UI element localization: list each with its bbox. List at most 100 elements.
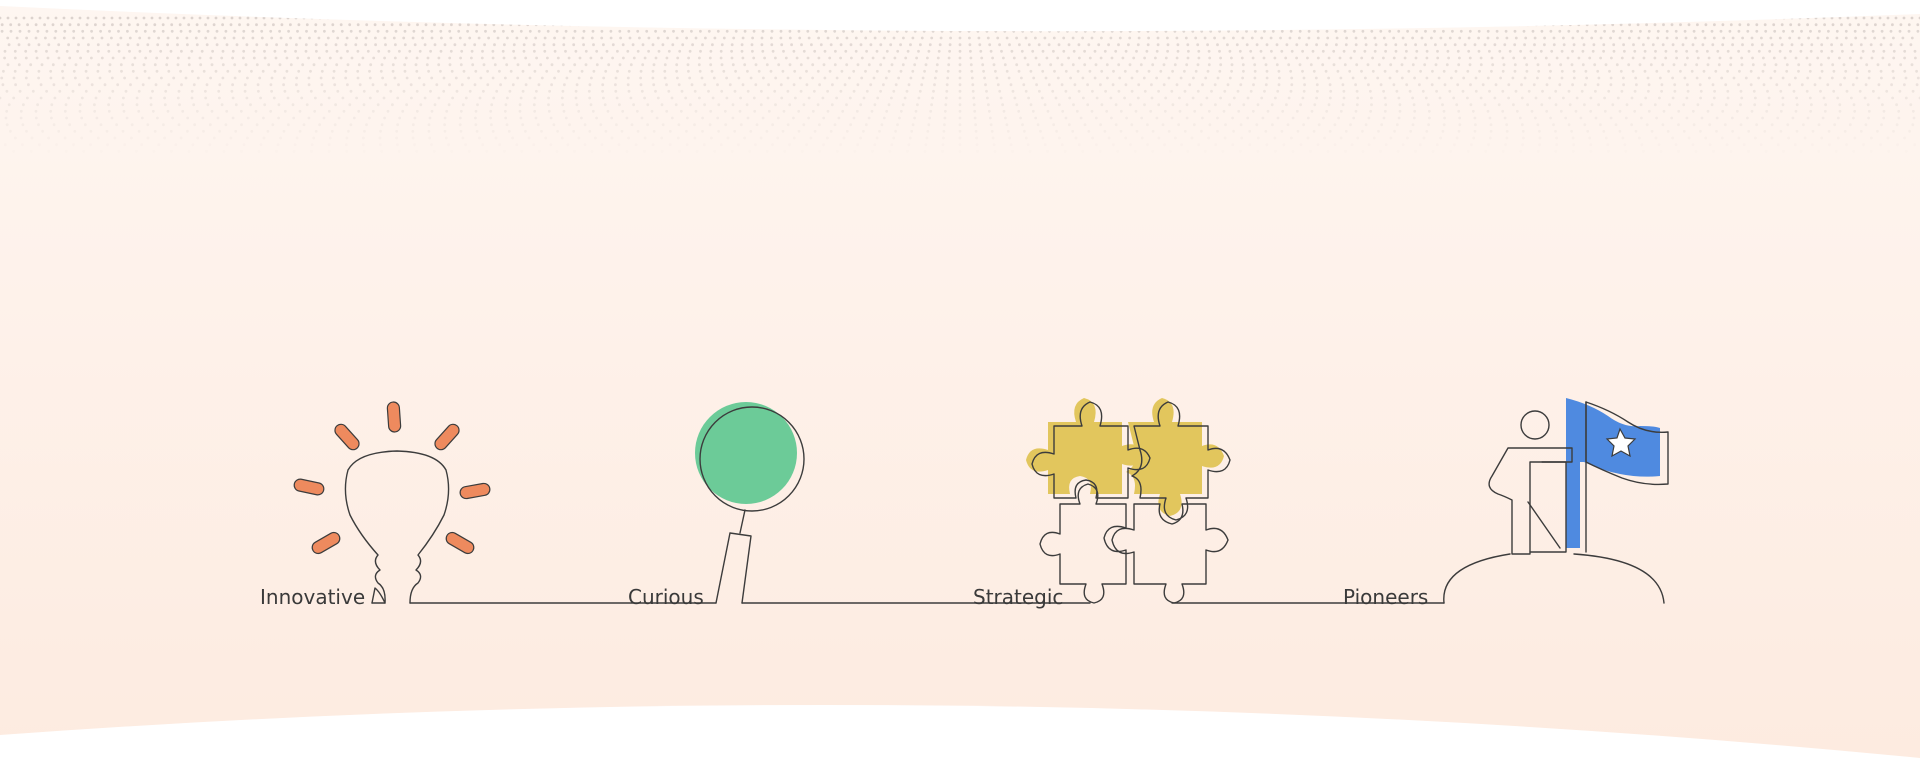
dot [1290,49,1294,53]
dot [949,36,952,40]
dot [440,36,443,40]
dot [1540,29,1544,33]
dot [1504,29,1508,33]
person-body [1488,447,1573,555]
dot [481,49,484,53]
dot [335,49,339,53]
dot [304,49,308,53]
dot [230,16,234,20]
dot [45,49,48,53]
dot [280,23,284,27]
dot [1196,43,1200,47]
dot [238,16,242,20]
dot [1562,43,1566,47]
dot [233,29,237,33]
person-head [1520,410,1550,440]
dot [72,29,76,33]
dot [458,36,462,40]
dot [1184,36,1188,40]
dot [823,49,827,53]
dot [174,16,178,20]
dot [365,23,369,27]
dot [1854,36,1858,40]
dot [1835,36,1839,40]
dot [138,49,142,53]
dot [54,29,58,33]
dot [1679,23,1682,27]
dot [1782,29,1785,33]
dot [1311,49,1315,53]
dot [869,43,873,47]
dot [1433,29,1436,33]
dot [1100,36,1103,40]
dot [833,29,837,33]
dot [384,43,387,47]
dot [1764,29,1768,33]
magnifier-handle [715,532,752,604]
dot [1599,36,1603,40]
dot [626,49,630,53]
dot [1093,49,1097,53]
dot [553,36,556,40]
dot [878,29,881,33]
dot [255,43,259,47]
dot [348,23,352,27]
dot [986,36,990,40]
dot [1477,29,1481,33]
dot [1533,36,1537,40]
dot [1397,29,1401,33]
dot [1388,29,1392,33]
dot [443,43,447,47]
dot [543,36,547,40]
dot [1315,43,1318,47]
dot [44,36,47,40]
dot [1661,43,1665,47]
dot [1880,29,1884,33]
dot [1018,43,1021,47]
dot [845,36,849,40]
dot [1136,43,1140,47]
dot [269,29,273,33]
dot [1722,36,1726,40]
dot [1642,43,1645,47]
dot [1831,23,1835,27]
magnifier-neck [739,509,746,534]
dot [1675,36,1678,40]
dot [473,43,477,47]
dot [792,49,796,53]
dot [1037,43,1041,47]
dot [938,43,942,47]
dot [1719,29,1723,33]
dot [204,23,208,27]
dot [1345,36,1348,40]
dot [1840,43,1843,47]
dot [1218,29,1221,33]
dot [989,49,993,53]
dot [1788,36,1792,40]
dot [1630,29,1633,33]
dot [126,43,130,47]
dot [1206,43,1209,47]
dot [1443,43,1447,47]
dot [1835,29,1839,33]
dot [366,49,370,53]
dot [958,43,962,47]
dot [1057,43,1061,47]
dot [1656,36,1660,40]
dot [100,36,104,40]
dot [27,29,31,33]
dot [180,49,183,53]
dot [522,49,526,53]
dot [1878,16,1882,20]
dot [743,29,747,33]
dot [367,29,371,33]
dot [453,43,457,47]
dot [1703,36,1707,40]
dot [138,36,142,40]
dot [899,43,902,47]
dot [418,49,422,53]
dot [1531,29,1535,33]
dot [1780,23,1784,27]
dot [1259,49,1263,53]
